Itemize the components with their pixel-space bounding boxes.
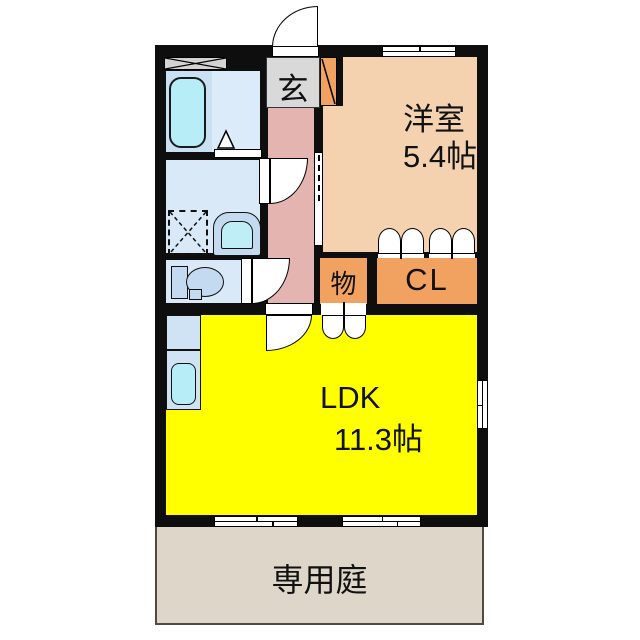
closet-area [377,258,477,304]
closet-bifold-door [401,228,424,254]
entrance-door-swing [272,6,318,47]
closet-bifold-door [429,228,452,254]
wall-storage-closet [367,258,377,304]
door-hinge-tick [343,302,345,315]
wall-bottom [155,515,488,527]
louver-window-icon [164,57,227,70]
western-room-size: 5.4帖 [403,139,478,174]
ldk-window-right [342,516,421,527]
sliding-door-track [318,155,320,201]
western-room-window [382,46,456,57]
storage-bifold-door [322,315,344,339]
washbasin-bowl [221,221,253,249]
counter-divider [167,349,200,351]
wall-right [477,45,488,527]
ldk-area [166,315,477,515]
storage-bifold-door [344,315,366,339]
toilet-door-leaf [241,258,252,304]
wall-washroom-toilet [166,253,260,260]
ldk-door-leaf [265,303,313,315]
wall-shoebox-right [337,57,343,106]
wall-hallway-storage [314,246,323,305]
genkan-label: 玄 [277,72,309,107]
ldk-window-left [214,516,298,527]
storage-area [320,258,367,304]
ldk-name: LDK [320,380,381,415]
shoe-cabinet [320,57,337,106]
storage-label: 物 [330,269,357,299]
ldk-side-window [477,380,488,429]
western-room-area [322,57,477,253]
wall-left [155,45,166,527]
closet-bifold-door [452,228,475,254]
western-room-name: 洋室 [403,102,465,137]
closet-label: CL [405,262,449,297]
garden-label: 専用庭 [271,562,368,598]
bathroom-door [214,149,262,158]
closet-bifold-door [378,228,401,254]
door-hinge-tick [451,250,453,259]
toilet-seat-box [189,289,202,300]
wall-hallway-western [314,106,323,152]
washing-machine-pan [168,210,208,255]
bathroom-door-marker-icon [216,129,236,150]
bathtub [169,77,206,148]
washroom-door-leaf [259,158,270,204]
ldk-label: LDK 11.3帖 [230,377,423,457]
ldk-size: 11.3帖 [334,422,424,457]
kitchen-sink [171,363,196,405]
sliding-door [314,152,323,246]
genkan-area [266,57,320,108]
door-hinge-tick [400,250,402,259]
entrance-door-leaf [272,46,319,57]
